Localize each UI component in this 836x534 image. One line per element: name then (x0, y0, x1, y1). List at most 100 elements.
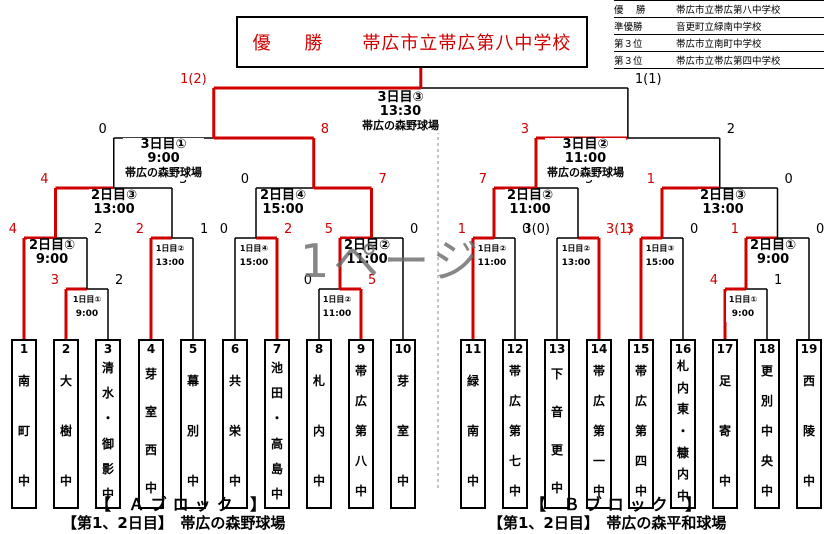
team-name-char: 中 (396, 474, 409, 489)
team-name-char: 別 (760, 393, 773, 408)
score-right: 1(1) (635, 72, 662, 87)
team-name-char: 池 (270, 361, 283, 376)
team-name-char: 町 (17, 423, 30, 438)
team-name-char: 中 (59, 474, 72, 489)
match-label-line: 11:00 (346, 252, 388, 267)
match-label-line: 1日目① (728, 295, 758, 304)
result-rank: 第３位 (614, 39, 643, 50)
team-name-char: ・ (676, 423, 689, 438)
team-name: 大樹中 (60, 356, 72, 507)
match-label-line: 9:00 (147, 151, 180, 166)
team-name-char: 寄 (718, 423, 731, 438)
team-name-char: 八 (354, 454, 367, 469)
team-name: 緑南中 (467, 356, 479, 507)
team-name-char: 下 (550, 367, 563, 382)
team-number: 13 (548, 342, 566, 356)
team-number: 2 (61, 342, 71, 356)
result-school: 帯広市立南町中学校 (676, 39, 762, 50)
team-name: 帯広第七中 (509, 356, 521, 507)
match-label-line: 3日目② (562, 137, 609, 152)
team-name: 札内東・糠内中 (677, 356, 689, 507)
score-left: 3(0) (523, 222, 550, 237)
team-name-char: 広 (634, 393, 647, 408)
team-number: 1 (19, 342, 29, 356)
match-label-line: 13:00 (93, 202, 135, 217)
team-name-char: 中 (760, 423, 773, 438)
score-right: 0 (690, 222, 698, 237)
team-name-char: 室 (144, 405, 157, 420)
team-name-char: 中 (312, 474, 325, 489)
team-name-char: 緑 (466, 373, 479, 388)
team-name-char: 西 (802, 373, 815, 388)
team-name-char: 広 (592, 393, 605, 408)
score-left: 0 (220, 222, 228, 237)
score-left: 3 (521, 122, 529, 137)
team-number: 15 (632, 342, 650, 356)
team-name: 下音更中 (551, 356, 563, 507)
team-name-char: 中 (634, 484, 647, 499)
team-name: 西陵中 (803, 356, 815, 507)
match-label-b4: 1日目③ 15:00 (643, 241, 677, 271)
score-left: 2 (136, 222, 144, 237)
score-right: 1 (200, 222, 208, 237)
team-name-char: 七 (508, 454, 521, 469)
score-right: 2 (284, 222, 292, 237)
team-name-char: 中 (676, 488, 689, 503)
result-row: 優 勝帯広市立帯広第八中学校 (614, 0, 824, 18)
team-name-char: 中 (466, 474, 479, 489)
result-rank: 優 勝 (614, 5, 646, 16)
team-number: 10 (394, 342, 412, 356)
block-a-venue: 【第1、2日目】 帯広の森野球場 (62, 514, 286, 532)
team-name-char: 芽 (144, 367, 157, 382)
score-right: 2 (94, 222, 102, 237)
team-number: 5 (188, 342, 198, 356)
team-name-char: 室 (396, 423, 409, 438)
match-label-line: 1日目③ (645, 244, 675, 253)
score-left: 5 (325, 222, 333, 237)
match-label-line: 2日目③ (91, 188, 138, 203)
team-number: 9 (356, 342, 366, 356)
page-watermark: 1ページ (300, 234, 483, 288)
match-label-line: 15:00 (262, 202, 304, 217)
team-name-char: 広 (354, 393, 367, 408)
result-row: 準優勝音更町立緑南中学校 (614, 18, 824, 35)
score-right: 0 (522, 222, 530, 237)
match-label-line: 1日目② (155, 244, 185, 253)
team-name: 清水・御影中 (102, 356, 114, 507)
score-left: 0 (304, 273, 312, 288)
team-name-char: 影 (101, 461, 114, 476)
team-name: 札内中 (313, 356, 325, 507)
team-name-char: 大 (59, 373, 72, 388)
team-name-char: 高 (270, 436, 283, 451)
match-label-line: 帯広の森野球場 (362, 119, 439, 132)
match-label-line: 13:00 (561, 258, 591, 268)
team-name-char: 中 (508, 484, 521, 499)
team-name-char: 共 (228, 373, 241, 388)
team-name: 共栄中 (229, 356, 241, 507)
team-name: 芽室西中 (145, 356, 157, 507)
team-name-char: 田 (270, 386, 283, 401)
team-name-char: 西 (144, 442, 157, 457)
match-label-line: 2日目① (750, 238, 797, 253)
team-name-char: 中 (228, 474, 241, 489)
match-label-line: 9:00 (731, 309, 755, 319)
score-right: 0 (785, 172, 793, 187)
team-name-char: 札 (312, 373, 325, 388)
match-label-line: 1日目① (72, 295, 102, 304)
team-name: 更別中央中 (761, 356, 773, 507)
score-right: 0 (410, 222, 418, 237)
team-name-char: 第 (634, 423, 647, 438)
score-left: 0 (98, 122, 106, 137)
match-label-line: 15:00 (645, 258, 675, 268)
